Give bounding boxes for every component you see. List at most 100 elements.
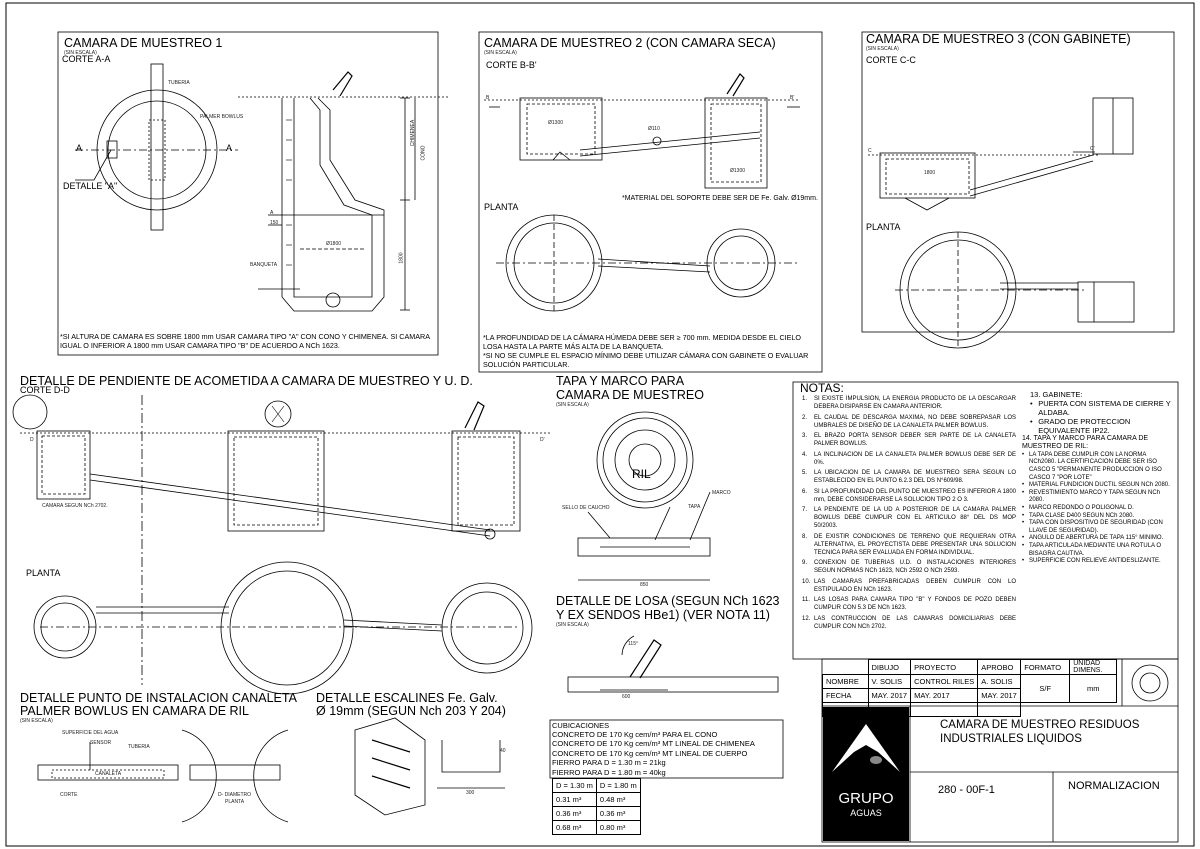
tb-row-label: NOMBRE [822, 674, 869, 689]
tapa-dim: 850 [640, 582, 649, 588]
cubicaciones-rows: CONCRETO DE 170 Kg cem/m³ PARA EL CONO C… [552, 730, 781, 777]
camara2-material: *MATERIAL DEL SOPORTE DEBE SER DE Fe. Ga… [622, 195, 818, 202]
canaleta-superficie: SUPERFICIE DEL AGUA [62, 730, 119, 736]
nota-item: 4.LA INCLINACION DE LA CANALETA PALMER B… [802, 451, 1016, 466]
sub-cell: 0.48 m³ [595, 792, 641, 807]
camara1-dim-150: 150 [270, 220, 279, 226]
camara1-dim-1800: 1800 [398, 252, 405, 264]
cubicaciones-row: FIERRO PARA D = 1.80 m = 40kg [552, 767, 666, 777]
logo-text-aguas: AGUAS [850, 808, 882, 818]
camara3-c: C [868, 148, 872, 154]
tapa-note-item: MATERIAL FUNDICION DUCTIL SEGUN NCh 2080… [1029, 482, 1170, 489]
logo-text-grupo: GRUPO [838, 790, 894, 807]
tapa-ril-text: RIL [632, 467, 651, 481]
camara2-dia3: Ø1300 [730, 168, 746, 174]
tb-header: FORMATO [1020, 659, 1071, 675]
camara3-title: CAMARA DE MUESTREO 3 (CON GABINETE) [866, 32, 1131, 46]
canaleta-scale: (SIN ESCALA) [20, 718, 53, 724]
nota-item: 12.LAS CONTRUCCION DE LAS CAMARAS DOMICI… [802, 615, 1016, 630]
camara1-note: *SI ALTURA DE CAMARA ES SOBRE 1800 mm US… [60, 332, 430, 350]
losa-title-l2: Y EX SENDOS HBe1) (VER NOTA 11) [556, 608, 770, 622]
escalines-title-l2: Ø 19mm (SEGUN Nch 203 Y 204) [316, 704, 506, 718]
camara1-chimenea: CHIMENEA [410, 119, 417, 147]
tapa-note-item: MARCO REDONDO O POLIGONAL D. [1029, 504, 1134, 511]
tapa-note-item: TAPA ARTICULADA MEDIANTE UNA ROTULA O BI… [1029, 542, 1162, 557]
tapa-notes-title: 14. TAPA Y MARCO PARA CAMARA DE MUESTREO… [1022, 435, 1149, 451]
camara1-banqueta: BANQUETA [250, 262, 278, 268]
camara1-dia: Ø1800 [326, 241, 342, 247]
pendiente-camara-segun: CAMARA SEGUN NCh 2702. [42, 503, 108, 509]
title-block-table: DIBUJO PROYECTO APROBO FORMATO UNIDAD DI… [822, 659, 1118, 717]
sub-cell: 0.80 m³ [595, 820, 641, 835]
canaleta-title-l1: DETALLE PUNTO DE INSTALACION CANALETA [20, 691, 297, 705]
escalines-title-l1: DETALLE ESCALINES Fe. Galv. [316, 691, 498, 705]
cubicaciones-header: CUBICACIONES [552, 721, 610, 730]
escalines-d300: 300 [466, 790, 475, 796]
tapa-marco-label: MARCO [712, 490, 731, 496]
nota-item: 3.EL BRAZO PORTA SENSOR DEBER SER PARTE … [802, 433, 1016, 447]
tapa-note-item: TAPA CON DISPOSITIVO DE SEGURIDAD (CON L… [1029, 520, 1163, 534]
tapa-note-item: SUPERFICIE CON RELIEVE ANTIDESLIZANTE. [1029, 558, 1161, 565]
tapa-sello-label: SELLO DE CAUCHO [562, 505, 610, 511]
tapa-title-l2: CAMARA DE MUESTREO [556, 388, 704, 402]
losa-dim: 600 [622, 694, 631, 700]
tapa-note-item: REVESTIMIENTO MARCO Y TAPA SEGUN NCh 208… [1029, 489, 1161, 504]
tapa-scale: (SIN ESCALA) [556, 402, 589, 408]
nota-item: 6.SI LA PROFUNDIDAD DEL PUNTO DE MUESTRE… [802, 488, 1016, 503]
camara3-dim: 1800 [924, 170, 936, 176]
tapa-note-item: LA TAPA DEBE CUMPLIR CON LA NORMA NCh208… [1029, 451, 1162, 481]
tb-header: DIBUJO [867, 659, 912, 675]
nota-item: 7.LA PENDIENTE DE LA UD A POSTERIOR DE L… [802, 507, 1016, 529]
drawing-category: NORMALIZACION [1068, 780, 1160, 792]
notas-list: 1.SI EXISTE IMPULSION, LA ENERGIA PRODUC… [802, 395, 1016, 633]
nota-item: 11.LAS LOSAS PARA CAMARA TIPO "B" Y FOND… [802, 597, 1016, 611]
drawing-code: 280 - 00F-1 [938, 784, 995, 796]
camara3-planta: PLANTA [866, 222, 901, 232]
tapa-note-item: ANGULO DE ABERTURA DE TAPA 115° MINIMO. [1029, 535, 1164, 542]
tb-cell: A. SOLIS [977, 674, 1022, 689]
tb-unidad: mm [1069, 674, 1118, 703]
nota-item: 8.DE EXISTIR CONDICIONES DE TERRENO QUE … [802, 533, 1016, 556]
camara2-corte: CORTE B-B' [486, 60, 537, 70]
pendiente-title: DETALLE DE PENDIENTE DE ACOMETIDA A CAMA… [20, 374, 473, 388]
drawing-title: CAMARA DE MUESTREO RESIDUOS INDUSTRIALES… [940, 719, 1140, 745]
sub-cell: 0.31 m³ [552, 792, 597, 807]
notas-title: NOTAS: [800, 381, 844, 395]
nota-item: 1.SI EXISTE IMPULSION, LA ENERGIA PRODUC… [802, 396, 1016, 410]
camara1-a-small: A [270, 210, 274, 216]
camara2-planta: PLANTA [484, 202, 519, 212]
losa-scale: (SIN ESCALA) [556, 622, 589, 628]
camara1-detalle-label: DETALLE "A" [63, 181, 118, 191]
losa-title-l1: DETALLE DE LOSA (SEGUN NCh 1623 [556, 594, 780, 608]
cubicaciones-row: CONCRETO DE 170 Kg cem/m³ MT LINEAL DE C… [552, 739, 755, 749]
sub-cell: 0.36 m³ [552, 806, 597, 821]
escalines-d40: 40 [500, 748, 506, 754]
nota-item: 9.CONEXION DE TUBERIAS U.D. O INSTALACIO… [802, 560, 1016, 574]
tapa-note-item: TAPA CLASE D400 SEGUN NCh 2080. [1029, 512, 1135, 519]
canaleta-title-l2: PALMER BOWLUS EN CAMARA DE RIL [20, 704, 249, 718]
camara1-a-left: A [76, 143, 83, 153]
tb-cell: MAY. 2017 [977, 688, 1022, 703]
gabinete-item: PUERTA CON SISTEMA DE CIERRE Y ALDABA. [1038, 399, 1171, 417]
cubicaciones-row: FIERRO PARA D = 1.30 m = 21kg [552, 758, 666, 768]
canaleta-planta: PLANTA [225, 799, 245, 805]
nota-item: 10.LAS CAMARAS PREFABRICADAS DEBEN CUMPL… [802, 578, 1016, 593]
tb-cell: MAY. 2017 [910, 688, 979, 703]
canaleta-corte: CORTE [60, 792, 78, 798]
canaleta-tuberia: TUBERIA [128, 744, 150, 750]
camara2-scale: (SIN ESCALA) [484, 50, 517, 56]
camara2-title: CAMARA DE MUESTREO 2 (CON CAMARA SECA) [484, 36, 776, 50]
sub-header: D = 1.30 m [552, 778, 597, 793]
pendiente-d-prime: D' [540, 437, 545, 443]
sub-cell: 0.68 m³ [552, 820, 597, 835]
losa-angle: 115° [628, 641, 638, 647]
sub-header: D = 1.80 m [595, 778, 641, 793]
canaleta-sensor: SENSOR [90, 740, 112, 746]
notas-right-column: 13. GABINETE: •PUERTA CON SISTEMA DE CIE… [1022, 390, 1174, 566]
camara2-dia2: Ø110 [648, 126, 660, 132]
gabinete-title: 13. GABINETE: [1030, 390, 1083, 399]
tapa-tapa-label: TAPA [688, 504, 701, 510]
camara3-scale: (SIN ESCALA) [866, 46, 899, 52]
camara1-tuberia-label: TUBERIA [168, 80, 190, 86]
camara2-dia1: Ø1300 [548, 120, 564, 126]
